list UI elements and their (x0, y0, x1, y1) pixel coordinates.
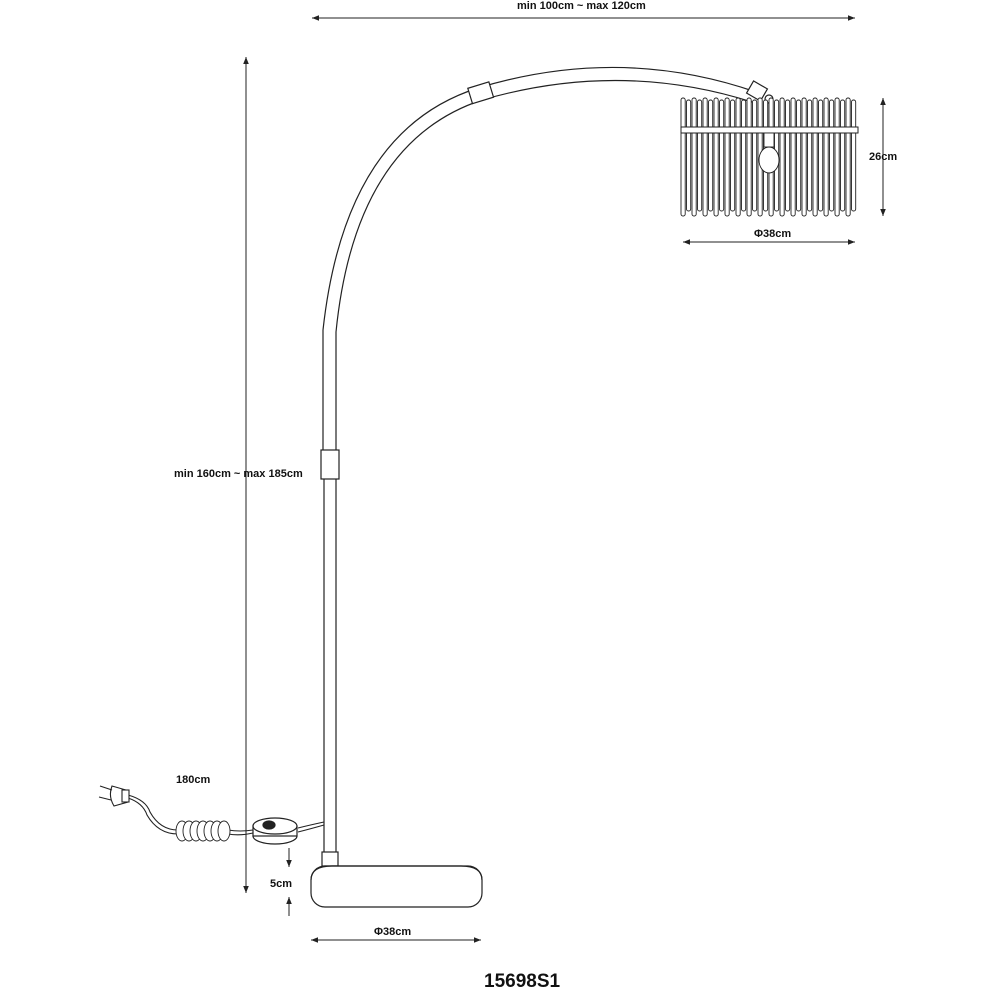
shade-slat (840, 99, 846, 212)
shade-slat (829, 99, 835, 212)
shade-slat (845, 97, 851, 217)
shade-slat (823, 97, 829, 217)
shade-diameter-label: Φ38cm (754, 228, 792, 240)
shade-slat (741, 99, 747, 212)
shade-slat (686, 99, 692, 212)
lamp-pole (320, 449, 340, 867)
arc-reach-label: min 100cm ~ max 120cm (517, 0, 646, 12)
arc-sleeve (467, 81, 495, 105)
power-plug (98, 785, 130, 807)
shade-slat (801, 97, 807, 217)
dimension-lines (243, 15, 886, 943)
shade-slat (697, 99, 703, 212)
shade-slat (851, 99, 857, 212)
shade-slat (713, 97, 719, 217)
pole-collar (320, 449, 340, 480)
shade-ring (680, 126, 859, 134)
light-bulb (758, 132, 780, 174)
lamp-base (310, 865, 483, 908)
shade-slat (785, 99, 791, 212)
shade-slat (818, 99, 824, 212)
model-number: 15698S1 (484, 971, 561, 992)
shade-height-label: 26cm (869, 151, 898, 163)
shade-slat (702, 97, 708, 217)
cable-length-label: 180cm (176, 774, 211, 786)
height-label: min 160cm ~ max 185cm (174, 468, 303, 480)
foot-switch (252, 817, 298, 845)
pole-foot-collar (321, 851, 339, 867)
shade-slat (719, 99, 725, 212)
shade-slat (812, 97, 818, 217)
base-diameter-label: Φ38cm (374, 926, 412, 938)
cable-coil (175, 820, 231, 842)
shade-slat (691, 97, 697, 217)
shade-slat (752, 99, 758, 212)
shade-slat (834, 97, 840, 217)
base-height-label: 5cm (270, 878, 293, 890)
shade-slat (790, 97, 796, 217)
shade-slat (708, 99, 714, 212)
lamp-shade (680, 97, 859, 217)
shade-slat (724, 97, 730, 217)
shade-slat (796, 99, 802, 212)
shade-slat (807, 99, 813, 212)
shade-slat (680, 97, 686, 217)
shade-slat (779, 97, 785, 217)
shade-slat (730, 99, 736, 212)
shade-slat (746, 97, 752, 217)
shade-slat (735, 97, 741, 217)
